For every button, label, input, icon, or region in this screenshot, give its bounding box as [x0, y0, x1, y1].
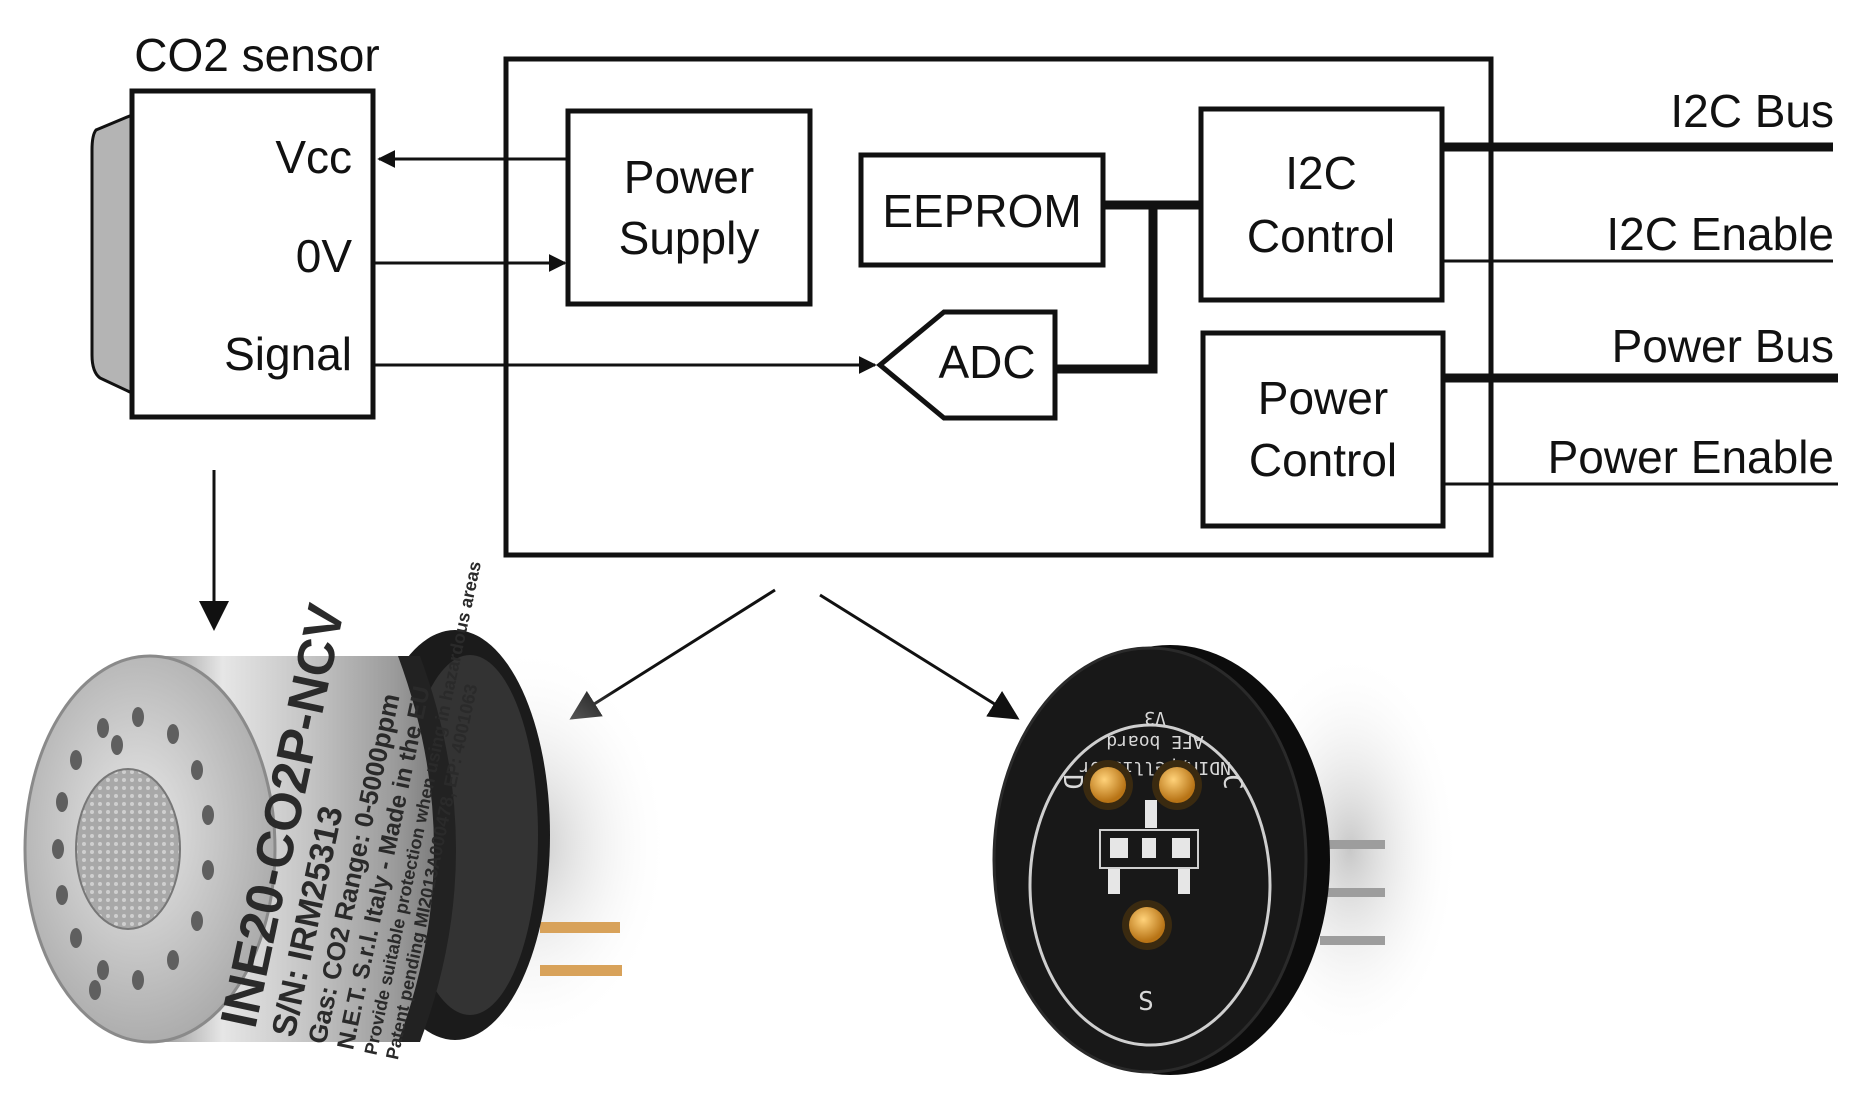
pcb-pin-2 — [1320, 888, 1385, 897]
pcb-photo: V3 AFE board NDIR/pellistor D C S — [992, 645, 1460, 1075]
sensor-title: CO2 sensor — [134, 29, 379, 81]
power-control-block — [1200, 330, 1446, 529]
pcb-smd-parts — [1108, 800, 1190, 894]
sensor-pin-2 — [540, 965, 622, 976]
sensor-holes — [52, 707, 214, 1000]
power-supply-label-line1: Power — [624, 151, 754, 203]
sensor-box — [129, 88, 376, 420]
pcb-pin-1 — [1320, 840, 1385, 849]
pcb-silk-circle — [1028, 723, 1272, 1047]
eeprom-label: EEPROM — [882, 185, 1081, 237]
pcb-pad-s-label: S — [1138, 987, 1154, 1017]
power-supply-block — [565, 108, 813, 307]
adc-i2c-bus — [1055, 205, 1158, 374]
pin-signal-label: Signal — [224, 328, 352, 380]
power-enable-label: Power Enable — [1548, 431, 1834, 483]
power-bus-label: Power Bus — [1612, 320, 1834, 372]
power-control-label-line2: Control — [1249, 434, 1397, 486]
sensor-can-rim — [398, 656, 456, 1042]
i2c-control-block — [1198, 106, 1445, 303]
pcb-pad-s — [1129, 907, 1165, 943]
eeprom-block — [858, 152, 1106, 268]
i2c-control-label-line2: Control — [1247, 210, 1395, 262]
pcb-right-arrow — [819, 593, 1020, 720]
sensor-body-side — [90, 112, 134, 396]
pcb-version-text: V3 — [1144, 707, 1166, 728]
i2c-enable-label: I2C Enable — [1606, 208, 1834, 260]
sensor-pin-1 — [540, 922, 620, 933]
sensor-photo: INE20-CO2P-NCV S/N: IRM25313 Gas: CO2 Ra… — [23, 559, 670, 1061]
pcb-pad-c — [1159, 767, 1195, 803]
pcb-board-text: AFE board — [1106, 731, 1204, 752]
pcb-silk-box — [1099, 829, 1199, 869]
adc-block — [876, 309, 1058, 421]
pcb-pad-d-label: D — [1057, 774, 1087, 790]
sensor-mesh — [75, 768, 181, 930]
pcb-pin-3 — [1320, 936, 1385, 945]
i2c-bus-label: I2C Bus — [1670, 85, 1834, 137]
pcb-board — [992, 646, 1308, 1074]
power-control-label-line1: Power — [1258, 372, 1388, 424]
pin-0v-label: 0V — [296, 230, 353, 282]
power-supply-label-line2: Supply — [619, 212, 760, 264]
i2c-control-label-line1: I2C — [1285, 147, 1357, 199]
pcb-pad-d — [1090, 767, 1126, 803]
pcb-pad-c-label: C — [1217, 774, 1247, 790]
adc-label: ADC — [938, 336, 1035, 388]
pin-vcc-label: Vcc — [275, 131, 352, 183]
